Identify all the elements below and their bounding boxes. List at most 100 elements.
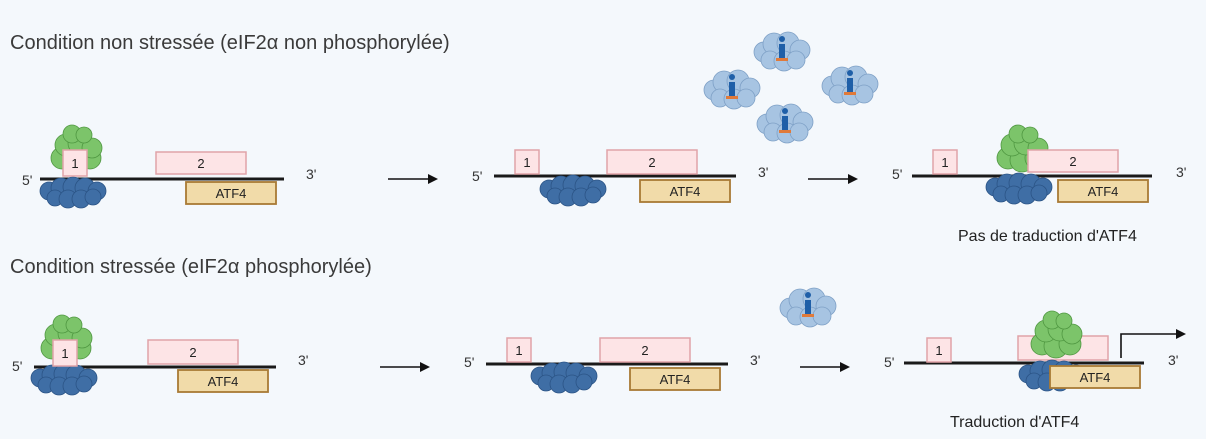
title-stressed: Condition stressée (eIF2α phosphorylée) xyxy=(10,256,372,278)
uorf2: 2 xyxy=(1027,149,1119,173)
ribosome-small-subunit xyxy=(539,174,607,207)
trna-stem xyxy=(782,116,788,130)
step-arrow xyxy=(388,174,438,184)
ribosome-small-subunit-lobe xyxy=(575,373,593,391)
complex-lobe xyxy=(736,88,756,108)
anticodon-mark xyxy=(802,314,814,317)
title-unstressed: Condition non stressée (eIF2α non phosph… xyxy=(10,32,450,54)
complex-lobe xyxy=(786,50,806,70)
three-prime-label: 3' xyxy=(1176,164,1187,180)
uorf1-box xyxy=(506,337,532,363)
uorf2: 2 xyxy=(147,339,239,365)
atf4-box xyxy=(1057,179,1149,203)
uorf2-box xyxy=(599,337,691,363)
ribosome-small-subunit xyxy=(985,172,1053,205)
three-prime-label: 3' xyxy=(750,352,761,368)
uorf2-box xyxy=(155,151,247,175)
arrow-head xyxy=(848,174,858,184)
ribosome-small-subunit-lobe xyxy=(84,188,102,206)
uorf1-label: 1 xyxy=(71,156,78,171)
anticodon-mark xyxy=(779,130,791,133)
ribosome-small-subunit-lobe xyxy=(1030,184,1048,202)
uorf2-box xyxy=(606,149,698,175)
arrow-head xyxy=(428,174,438,184)
complex-lobe xyxy=(854,84,874,104)
ribosome-large-subunit-lobe xyxy=(75,126,93,144)
uorf2-box xyxy=(147,339,239,365)
uorf2-label: 2 xyxy=(189,345,196,360)
trna-stem xyxy=(805,300,811,314)
uorf1-box xyxy=(932,149,958,175)
trna-head xyxy=(729,74,735,80)
five-prime-label: 5' xyxy=(22,172,33,188)
trna-head xyxy=(782,108,788,114)
ribosome-large-subunit xyxy=(1030,310,1083,359)
atf4-box xyxy=(185,181,277,205)
atf4-label: ATF4 xyxy=(1080,370,1111,385)
uorf1: 1 xyxy=(932,149,958,175)
three-prime-label: 3' xyxy=(1168,352,1179,368)
uorf1-label: 1 xyxy=(941,155,948,170)
five-prime-label: 5' xyxy=(884,354,895,370)
atf4-label: ATF4 xyxy=(1088,184,1119,199)
atf4-cds: ATF4 xyxy=(1049,365,1141,389)
atf4-cds: ATF4 xyxy=(177,369,269,393)
atf4-label: ATF4 xyxy=(216,186,247,201)
ribosome-small-subunit-lobe xyxy=(584,186,602,204)
uorf2-label: 2 xyxy=(1069,154,1076,169)
ribosome-large-subunit-lobe xyxy=(1055,312,1073,330)
eif2-ternary-complex xyxy=(703,69,761,110)
atf4-cds: ATF4 xyxy=(639,179,731,203)
uorf1-box xyxy=(926,337,952,363)
result-caption-unstressed: Pas de traduction d'ATF4 xyxy=(958,228,1137,245)
uorf1: 1 xyxy=(52,339,78,367)
atf4-cds: ATF4 xyxy=(1057,179,1149,203)
ribosome-small-subunit-lobe xyxy=(75,375,93,393)
uorf2-label: 2 xyxy=(648,155,655,170)
atf4-box xyxy=(1049,365,1141,389)
ribosome-small-subunit xyxy=(530,361,598,394)
uorf2: 2 xyxy=(155,151,247,175)
uorf1-label: 1 xyxy=(61,346,68,361)
eif2-ternary-complex xyxy=(756,103,814,144)
eif2-ternary-complex xyxy=(753,31,811,72)
step-arrow xyxy=(380,362,430,372)
uorf1: 1 xyxy=(514,149,540,175)
atf4-box xyxy=(177,369,269,393)
uorf2-label: 2 xyxy=(641,343,648,358)
uorf2-box xyxy=(1027,149,1119,173)
five-prime-label: 5' xyxy=(892,166,903,182)
atf4-box xyxy=(639,179,731,203)
uorf1-label: 1 xyxy=(523,155,530,170)
uorf1-box xyxy=(514,149,540,175)
start-arrow-head xyxy=(1176,329,1186,339)
trna-stem xyxy=(779,44,785,58)
uorf1-box xyxy=(52,339,78,367)
step-arrow xyxy=(800,362,850,372)
step-arrow xyxy=(808,174,858,184)
trna-stem xyxy=(847,78,853,92)
three-prime-label: 3' xyxy=(306,166,317,182)
arrow-head xyxy=(420,362,430,372)
trna-head xyxy=(805,292,811,298)
uorf2: 2 xyxy=(599,337,691,363)
anticodon-mark xyxy=(776,58,788,61)
anticodon-mark xyxy=(726,96,738,99)
ribosome-large-subunit-lobe xyxy=(1021,126,1039,144)
atf4-cds: ATF4 xyxy=(629,367,721,391)
arrow-head xyxy=(840,362,850,372)
five-prime-label: 5' xyxy=(464,354,475,370)
atf4-box xyxy=(629,367,721,391)
atf4-cds: ATF4 xyxy=(185,181,277,205)
three-prime-label: 3' xyxy=(758,164,769,180)
trna-head xyxy=(779,36,785,42)
uorf2: 2 xyxy=(606,149,698,175)
uorf1-label: 1 xyxy=(935,343,942,358)
trna-head xyxy=(847,70,853,76)
uorf1-box xyxy=(62,149,88,177)
uorf1: 1 xyxy=(62,149,88,177)
eif2-ternary-complex xyxy=(779,287,837,328)
ribosome-small-subunit xyxy=(39,176,107,209)
